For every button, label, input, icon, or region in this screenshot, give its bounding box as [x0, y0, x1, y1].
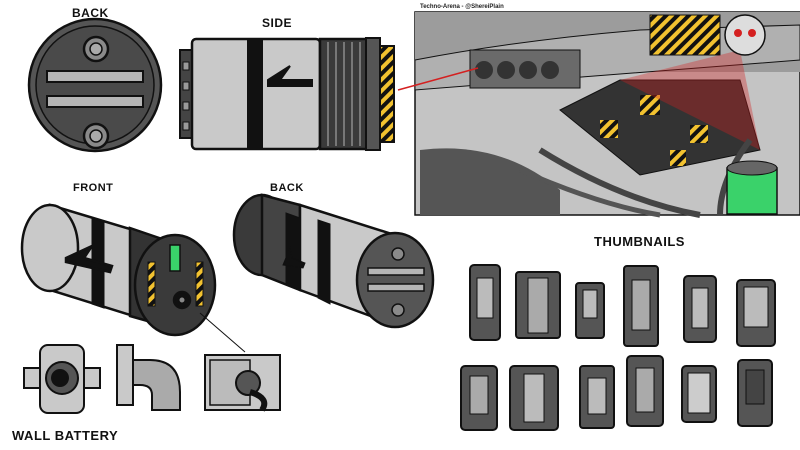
thumbnail-4	[623, 265, 659, 347]
thumbnail-12	[737, 359, 773, 427]
thumbnail-3	[575, 282, 605, 339]
back-view-label: BACK	[72, 6, 109, 20]
thumbnail-8	[509, 365, 559, 431]
thumbnail-grid	[460, 264, 776, 431]
front-view-label: FRONT	[73, 182, 114, 194]
callout-line-detail	[199, 312, 246, 353]
callout-line-red	[397, 67, 479, 91]
thumbnail-6	[736, 279, 776, 347]
battery-side-view	[179, 37, 395, 151]
thumbnails-label: THUMBNAILS	[594, 234, 685, 249]
back-perspective-label: BACK	[270, 182, 304, 194]
artist-credit: Techno-Arena - @ShereiPlain	[420, 4, 504, 10]
thumbnail-2	[515, 271, 561, 339]
arena-scene-illustration	[414, 11, 800, 218]
thumbnail-9	[579, 365, 615, 429]
thumbnail-1	[469, 264, 501, 341]
wall-battery-sketches	[23, 344, 281, 414]
thumbnail-7	[460, 365, 498, 431]
wall-battery-label: WALL BATTERY	[12, 428, 119, 443]
battery-back-endcap	[27, 17, 163, 153]
thumbnail-10	[626, 355, 664, 427]
battery-back-perspective	[232, 193, 435, 329]
side-view-label: SIDE	[262, 16, 293, 30]
battery-front-perspective	[20, 203, 217, 337]
thumbnail-11	[681, 365, 717, 423]
thumbnail-5	[683, 275, 717, 343]
